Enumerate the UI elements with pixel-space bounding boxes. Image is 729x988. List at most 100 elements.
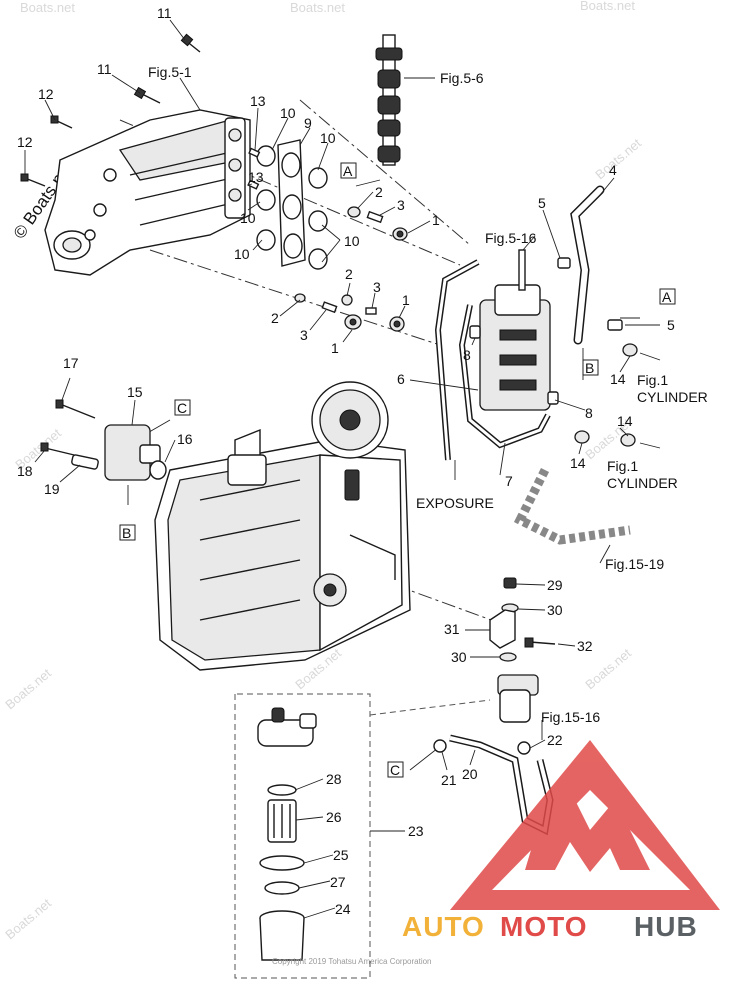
- callout-1: 1: [432, 212, 440, 228]
- brand-moto: MOTO: [500, 911, 587, 942]
- callout-8: 8: [585, 405, 593, 421]
- ref-letter: C: [177, 400, 187, 416]
- watermark-text: Boats.net: [20, 0, 75, 15]
- filter-head: [257, 707, 317, 747]
- callout-10: 10: [320, 130, 336, 146]
- ref-box-a-right: A: [659, 288, 676, 305]
- bolt-17: [55, 399, 96, 419]
- hose-ref-15-19: [513, 467, 631, 545]
- injector-axis-line: [299, 99, 471, 246]
- callout-10: 10: [234, 246, 250, 262]
- watermark-text: Boats.net: [2, 895, 54, 942]
- watermark-text: Boats.net: [580, 0, 635, 13]
- manifold-gasket-9: [277, 139, 306, 267]
- leader-lines: [24, 19, 660, 919]
- callout-22: 22: [547, 732, 563, 748]
- callout-4: 4: [609, 162, 617, 178]
- clamp-21: [433, 739, 447, 753]
- ref-letter: A: [662, 289, 672, 305]
- arrow-a-upper: [355, 179, 381, 187]
- ref-box-c-left: C: [174, 399, 191, 416]
- callout-24: 24: [335, 901, 351, 917]
- ref-box-c-bottom: C: [387, 761, 404, 778]
- callout-11: 11: [97, 61, 112, 77]
- callout-29: 29: [547, 577, 563, 593]
- callout-17: 17: [63, 355, 79, 371]
- fig-ref-15-19: Fig.15-19: [605, 556, 664, 572]
- ring-27: [264, 881, 300, 895]
- fig-ref-1-a: Fig.1: [637, 372, 668, 388]
- ref-letter: A: [343, 163, 353, 179]
- callout-25: 25: [333, 847, 349, 863]
- callout-14: 14: [610, 371, 626, 387]
- callout-9: 9: [304, 115, 312, 131]
- cylinder-label-b: CYLINDER: [607, 475, 678, 491]
- filter-breakdown-leader: [369, 699, 491, 716]
- cap-14-a: [622, 343, 638, 357]
- element-26: [267, 799, 297, 843]
- ref-box-b-right: B: [582, 359, 599, 376]
- thermostat-housing-15: [104, 424, 161, 481]
- bracket-31: [489, 609, 516, 649]
- cap-14-c: [620, 433, 636, 447]
- callout-15: 15: [127, 384, 143, 400]
- arrow-c-bottom: [409, 747, 439, 771]
- clamp-5-upper: [557, 257, 571, 269]
- callout-19: 19: [44, 481, 60, 497]
- automotohub-logo: [450, 740, 720, 910]
- collar-3-lower-a: [321, 301, 338, 314]
- callout-2: 2: [375, 184, 383, 200]
- ref-letter: C: [390, 762, 400, 778]
- callout-12: 12: [17, 134, 33, 150]
- callout-27: 27: [330, 874, 346, 890]
- cylinder-label-a: CYLINDER: [637, 389, 708, 405]
- collar-3-lower-b: [365, 307, 377, 315]
- ref-letter: B: [585, 360, 594, 376]
- exposure-label: EXPOSURE: [416, 495, 494, 511]
- fuel-filter-23: [497, 674, 539, 723]
- cup-24: [259, 910, 305, 961]
- nut-29: [503, 577, 517, 589]
- clamp-5-right: [607, 319, 623, 331]
- callout-30: 30: [547, 602, 563, 618]
- washer-2-lower-a: [294, 293, 306, 303]
- fig-ref-5-1: Fig.5-1: [148, 64, 192, 80]
- watermark-text: Boats.net: [290, 0, 345, 15]
- collar-3-upper: [366, 210, 384, 224]
- ref-letter: B: [122, 525, 131, 541]
- o-ring-28: [267, 784, 297, 796]
- callout-18: 18: [17, 463, 33, 479]
- callout-numbers: 11 11 12 12 13 13 10 10 10 10 10 9 2 3 1…: [17, 5, 675, 917]
- callout-30: 30: [451, 649, 467, 665]
- fig-ref-1-b: Fig.1: [607, 458, 638, 474]
- clamp-8-right: [547, 391, 559, 405]
- callout-5: 5: [538, 195, 546, 211]
- brand-auto: AUTO: [402, 911, 485, 942]
- bolt-12-lower: [20, 173, 46, 187]
- hose-4-inner: [571, 187, 603, 343]
- ref-box-a-upper: A: [340, 162, 357, 179]
- callout-14: 14: [570, 455, 586, 471]
- callout-23: 23: [408, 823, 424, 839]
- callout-10: 10: [280, 105, 296, 121]
- hose-7-inner: [460, 304, 550, 447]
- vapor-separator: [479, 249, 551, 411]
- callout-21: 21: [441, 772, 457, 788]
- callout-28: 28: [326, 771, 342, 787]
- callout-3: 3: [397, 197, 405, 213]
- clamp-22: [517, 741, 531, 755]
- dowel-pins-13: [247, 147, 261, 190]
- callout-12: 12: [38, 86, 54, 102]
- callout-2: 2: [271, 310, 279, 326]
- washer-2-lower-b: [341, 294, 353, 306]
- watermark-text: Boats.net: [2, 665, 54, 712]
- intake-manifold: [44, 109, 251, 276]
- callout-1: 1: [331, 340, 339, 356]
- o-ring-25: [259, 855, 305, 871]
- callout-8: 8: [463, 347, 471, 363]
- callout-10: 10: [344, 233, 360, 249]
- callout-11: 11: [157, 5, 172, 21]
- callout-1: 1: [402, 292, 410, 308]
